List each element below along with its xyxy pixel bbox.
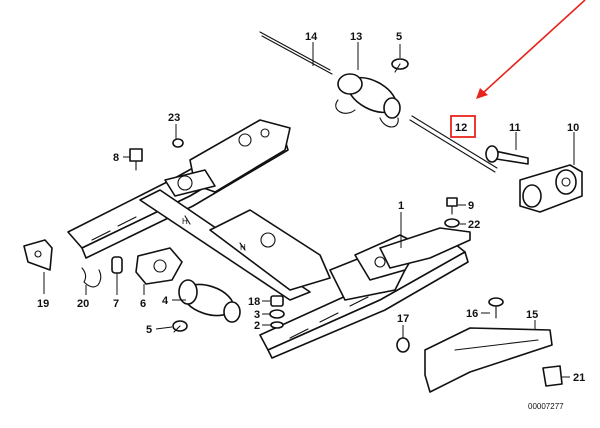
- callout-6: 6: [140, 298, 146, 310]
- callout-17: 17: [397, 313, 409, 325]
- seat-frame: H H: [67, 119, 471, 359]
- callout-4: 4: [162, 295, 169, 307]
- callout-16: 16: [466, 308, 478, 320]
- bushing-18: [270, 295, 284, 307]
- highlight-box: [450, 115, 476, 138]
- clip-21: [542, 365, 563, 387]
- callout-9: 9: [468, 200, 474, 212]
- callout-1: 1: [398, 200, 404, 212]
- callout-19: 19: [37, 298, 49, 310]
- screw-5-top: [391, 58, 409, 73]
- arrow-head-icon: [476, 88, 488, 99]
- washer-22: [444, 218, 460, 228]
- callout-5-top: 5: [396, 31, 402, 43]
- callout-22: 22: [468, 219, 480, 231]
- callout-8: 8: [113, 152, 119, 164]
- highlight-12: [450, 0, 586, 138]
- cap-17: [396, 337, 410, 353]
- callout-2: 2: [254, 320, 260, 332]
- screw-16: [488, 297, 504, 319]
- leader-lines: [43, 42, 575, 378]
- callout-14: 14: [305, 31, 318, 43]
- gear-motor-10: [519, 164, 583, 213]
- callout-10: 10: [567, 122, 579, 134]
- callout-15: 15: [526, 309, 538, 321]
- motor-13: [259, 31, 401, 128]
- callout-12: 12: [455, 122, 467, 134]
- callouts: 1 2 3 4 5 5 6 7 8 9 10 11 12 13 14 15 16…: [37, 31, 585, 411]
- bracket-19: [23, 239, 53, 271]
- callout-21: 21: [573, 372, 585, 384]
- drawing-code: 00007277: [528, 402, 564, 411]
- svg-text:H: H: [240, 243, 246, 252]
- callout-23: 23: [168, 112, 180, 124]
- callout-20: 20: [77, 298, 89, 310]
- screw-5-bottom: [172, 320, 188, 333]
- motor-4: [178, 279, 241, 323]
- callout-18: 18: [248, 296, 260, 308]
- bolt-8: [129, 148, 143, 171]
- pin-7: [111, 256, 123, 274]
- callout-13: 13: [350, 31, 362, 43]
- bolt-11: [485, 145, 529, 165]
- pin-23: [172, 138, 184, 148]
- highlight-arrow: [483, 0, 586, 93]
- cover-15: [424, 327, 553, 393]
- gearbox-6: [135, 247, 183, 285]
- svg-text:H: H: [182, 217, 188, 226]
- callout-3: 3: [254, 309, 260, 321]
- callout-5-bottom: 5: [146, 324, 152, 336]
- drive-shaft-12: [409, 115, 498, 173]
- spring-20: [81, 267, 102, 288]
- clip-2: [270, 321, 284, 329]
- callout-7: 7: [113, 298, 119, 310]
- washer-3: [269, 309, 285, 319]
- callout-11: 11: [509, 122, 521, 134]
- screw-9: [446, 197, 458, 215]
